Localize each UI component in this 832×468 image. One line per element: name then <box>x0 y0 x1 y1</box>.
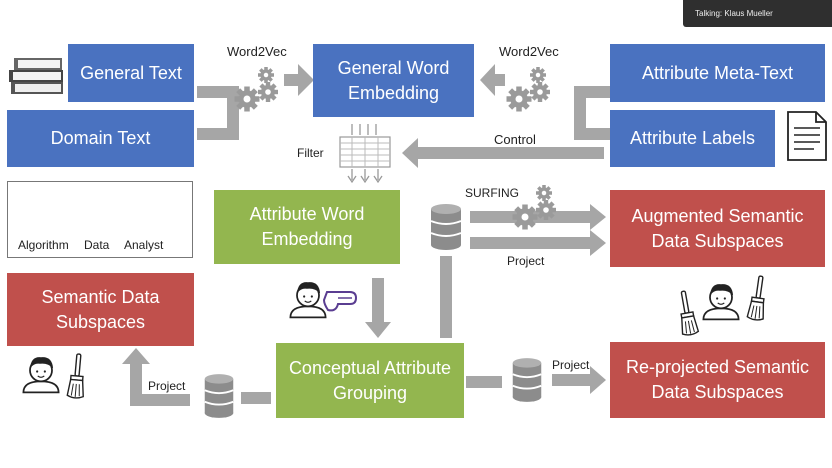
legend-data-label: Data <box>84 238 110 252</box>
gear-icon-left <box>234 67 278 112</box>
word2vec-left-label: Word2Vec <box>227 44 287 59</box>
gear-icon-right <box>506 67 550 112</box>
control-label: Control <box>494 132 536 147</box>
reprojected-semantic-subspaces-box: Re-projected Semantic Data Subspaces <box>610 342 825 418</box>
attribute-labels-box: Attribute Labels <box>610 110 775 167</box>
database-icon-bottom <box>511 357 543 403</box>
document-icon <box>787 111 827 161</box>
talking-indicator: Talking: Klaus Mueller <box>683 0 832 27</box>
legend <box>7 181 193 258</box>
brush-icon-right-2 <box>746 274 770 322</box>
general-word-embedding-box: General Word Embedding <box>313 44 474 117</box>
surfing-label: SURFING <box>465 186 519 200</box>
analyst-icon-left <box>22 356 60 394</box>
legend-algorithm-label: Algorithm <box>18 238 69 252</box>
analyst-icon-pointing <box>289 281 358 319</box>
project-bottom-label: Project <box>552 358 590 372</box>
domain-text-box: Domain Text <box>7 110 194 167</box>
filter-label: Filter <box>297 146 324 160</box>
analyst-icon-right <box>702 283 740 321</box>
brush-icon-left <box>66 352 88 400</box>
database-icon-center <box>430 203 462 251</box>
augmented-semantic-subspaces-box: Augmented Semantic Data Subspaces <box>610 190 825 267</box>
filter-icon <box>339 124 391 184</box>
semantic-data-subspaces-box: Semantic Data Subspaces <box>7 273 194 346</box>
project-left-label: Project <box>148 379 186 393</box>
project-top-label: Project <box>507 254 545 268</box>
general-text-box: General Text <box>68 44 194 102</box>
legend-analyst-label: Analyst <box>124 238 164 252</box>
attribute-word-embedding-box: Attribute Word Embedding <box>214 190 400 264</box>
attribute-meta-text-box: Attribute Meta-Text <box>610 44 825 102</box>
word2vec-right-label: Word2Vec <box>499 44 559 59</box>
database-icon-left <box>203 373 235 419</box>
conceptual-attribute-grouping-box: Conceptual Attribute Grouping <box>276 343 464 418</box>
flow-arrows <box>122 64 606 406</box>
books-icon <box>9 58 63 94</box>
brush-icon-right-1 <box>674 289 700 337</box>
